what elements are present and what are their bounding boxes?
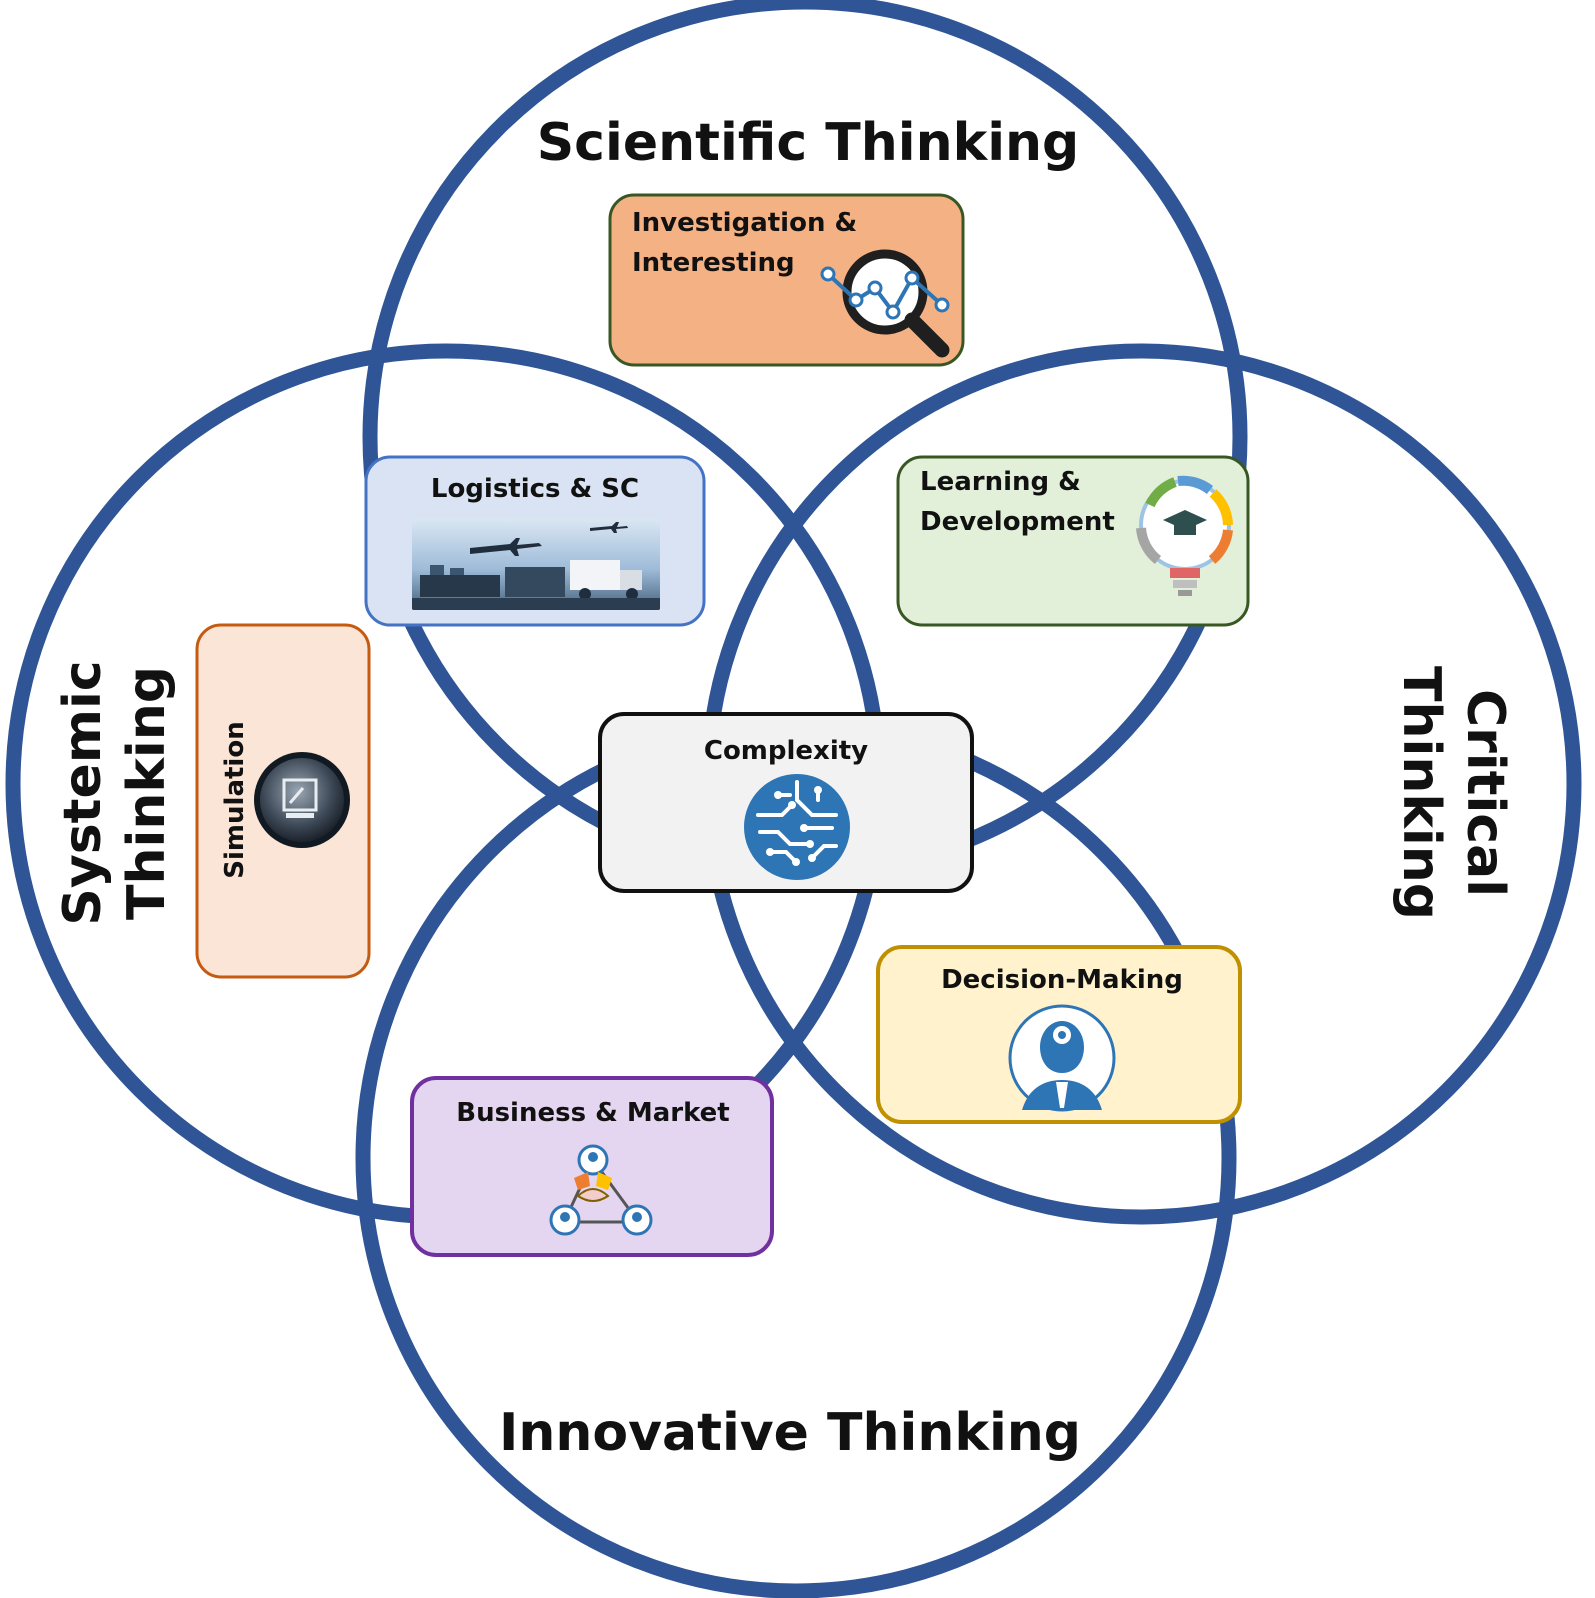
decision-box: Decision-Making (876, 945, 1242, 1124)
decision-label: Decision-Making (941, 965, 1183, 995)
critical-thinking-title: Critical Thinking (1391, 666, 1515, 920)
learning-box: Learning & Development (896, 455, 1250, 627)
investigation-label-line1: Investigation & (632, 208, 857, 238)
systemic-title-line1: Systemic (53, 660, 113, 925)
simulation-screen-icon (254, 752, 350, 848)
systemic-thinking-title: Systemic Thinking (53, 660, 177, 925)
logistics-box: Logistics & SC (364, 455, 706, 627)
business-box: Business & Market (410, 1076, 774, 1257)
systemic-title-line2: Thinking (117, 666, 177, 920)
innovative-thinking-title: Innovative Thinking (499, 1403, 1081, 1463)
scientific-thinking-title: Scientific Thinking (537, 113, 1080, 173)
handshake-network-icon (549, 1144, 653, 1236)
head-gear-icon (1008, 1004, 1116, 1112)
simulation-label: Simulation (220, 721, 250, 878)
circuit-brain-icon (744, 774, 850, 880)
business-label: Business & Market (456, 1098, 729, 1128)
logistics-label: Logistics & SC (431, 474, 639, 504)
investigation-label-line2: Interesting (632, 248, 795, 278)
learning-label-line2: Development (920, 507, 1115, 537)
learning-label-line1: Learning & (920, 467, 1081, 497)
critical-title-line1: Critical (1455, 689, 1515, 897)
investigation-box: Investigation & Interesting (608, 193, 965, 367)
simulation-box: Simulation (195, 623, 371, 979)
complexity-box: Complexity (598, 712, 974, 893)
lightbulb-graduation-icon (1136, 475, 1233, 596)
critical-title-line2: Thinking (1391, 666, 1451, 920)
magnifier-chart-icon (820, 249, 950, 358)
complexity-label: Complexity (704, 736, 868, 766)
logistics-photo (412, 518, 660, 610)
